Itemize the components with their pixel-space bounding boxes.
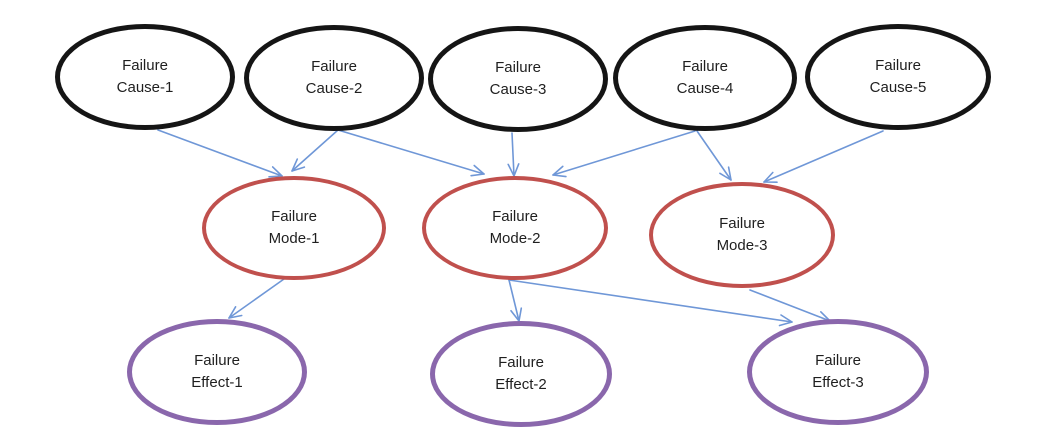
node-label-line2: Cause-2 — [305, 80, 363, 97]
node-label-line1: Failure — [875, 57, 921, 74]
arrowhead-icon — [778, 314, 793, 327]
node-cause-3: Failure Cause-3 — [428, 26, 608, 132]
node-effect-2: Failure Effect-2 — [430, 321, 612, 427]
edge-mode-2-to-effect-3 — [508, 279, 793, 327]
node-label-line1: Failure — [498, 354, 544, 371]
arrowhead-icon — [552, 165, 567, 178]
node-label-line1: Failure — [682, 58, 728, 75]
node-label-line1: Failure — [271, 208, 317, 225]
edge-mode-1-to-effect-1 — [228, 278, 285, 319]
node-label-line1: Failure — [122, 57, 168, 74]
edge-cause-4-to-mode-3 — [696, 130, 732, 181]
edge-cause-4-to-mode-2 — [552, 130, 696, 178]
edge-cause-2-to-mode-1 — [291, 129, 339, 172]
edge-cause-5-to-mode-3 — [763, 130, 884, 183]
node-label-line2: Effect-1 — [191, 374, 243, 391]
arrowhead-icon — [228, 305, 243, 319]
node-label-line2: Cause-1 — [116, 79, 174, 96]
arrowhead-icon — [763, 171, 778, 183]
node-effect-3: Failure Effect-3 — [747, 319, 929, 425]
node-label-line2: Mode-3 — [716, 237, 768, 254]
node-label-line1: Failure — [815, 352, 861, 369]
node-label-line2: Mode-1 — [268, 230, 320, 247]
edge-cause-2-to-mode-2 — [337, 129, 485, 177]
node-cause-2: Failure Cause-2 — [244, 25, 424, 131]
node-cause-5: Failure Cause-5 — [805, 24, 991, 130]
node-label-line2: Effect-2 — [495, 376, 547, 393]
node-cause-1: Failure Cause-1 — [55, 24, 235, 130]
node-label-line2: Cause-3 — [489, 81, 547, 98]
arrowhead-icon — [719, 166, 732, 181]
node-label-line1: Failure — [311, 58, 357, 75]
node-label-line1: Failure — [719, 215, 765, 232]
node-label-line2: Mode-2 — [489, 230, 541, 247]
node-label-line2: Effect-3 — [812, 374, 864, 391]
arrowhead-icon — [470, 164, 485, 177]
edge-cause-3-to-mode-2 — [507, 132, 520, 177]
node-mode-1: Failure Mode-1 — [202, 176, 386, 280]
node-cause-4: Failure Cause-4 — [613, 25, 797, 131]
node-label-line2: Cause-5 — [869, 79, 927, 96]
node-label-line1: Failure — [495, 59, 541, 76]
node-label-line2: Cause-4 — [676, 80, 734, 97]
node-label-line1: Failure — [194, 352, 240, 369]
edge-mode-2-to-effect-2 — [508, 279, 523, 322]
edge-cause-1-to-mode-1 — [157, 129, 283, 178]
node-effect-1: Failure Effect-1 — [127, 319, 307, 425]
arrowhead-icon — [291, 158, 306, 172]
node-mode-3: Failure Mode-3 — [649, 182, 835, 288]
node-mode-2: Failure Mode-2 — [422, 176, 608, 280]
node-label-line1: Failure — [492, 208, 538, 225]
